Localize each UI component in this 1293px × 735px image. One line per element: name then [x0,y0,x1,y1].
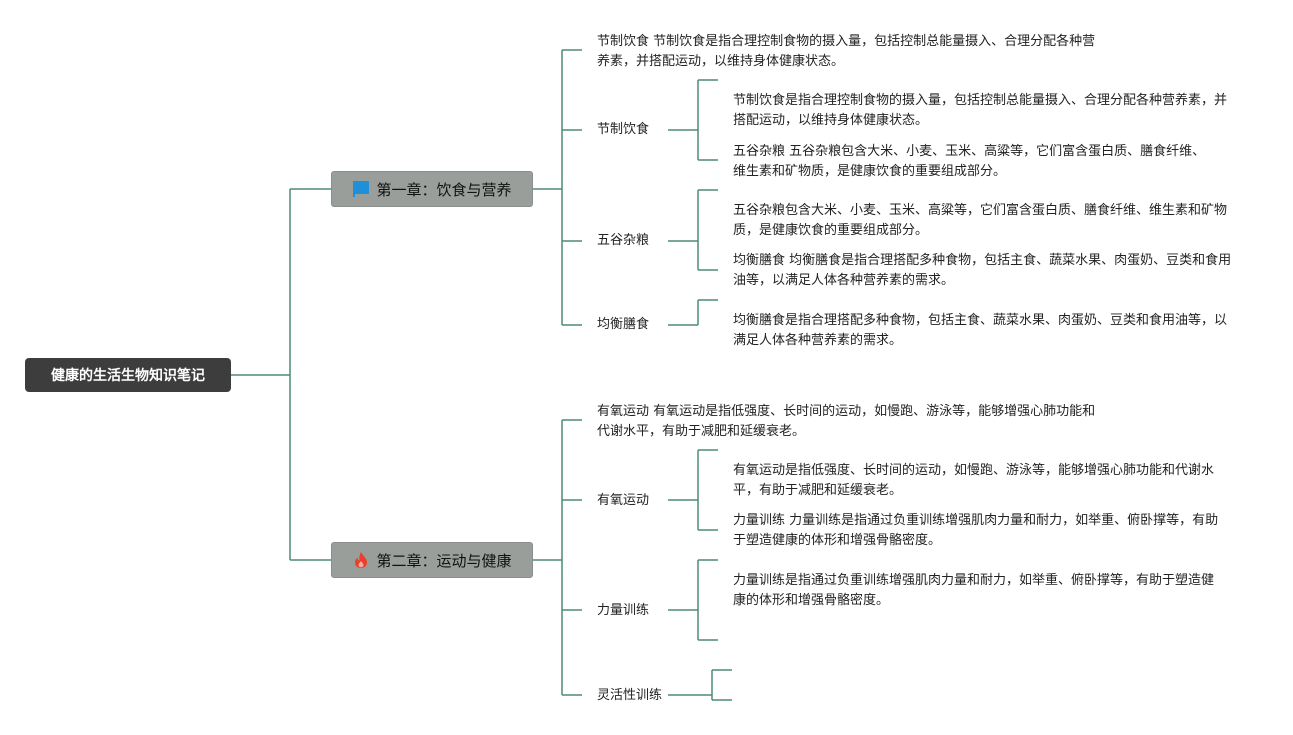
chapter-node-exercise[interactable]: 第二章：运动与健康 [331,542,533,578]
fire-icon [355,552,368,568]
note-whole-grains-2[interactable]: 均衡膳食 均衡膳食是指合理搭配多种食物，包括主食、蔬菜水果、肉蛋奶、豆类和食用油… [733,253,1232,288]
chapter-node-diet[interactable]: 第一章：饮食与营养 [331,171,533,207]
topic-node-controlled-diet[interactable]: 节制饮食 [597,122,650,137]
note-whole-grains-1[interactable]: 五谷杂粮包含大米、小麦、玉米、高粱等，它们富含蛋白质、膳食纤维、维生素和矿物质，… [733,203,1228,238]
chapter-label: 第一章：饮食与营养 [376,180,512,199]
note-strength-1[interactable]: 力量训练是指通过负重训练增强肌肉力量和耐力，如举重、俯卧撑等，有助于塑造健康的体… [733,573,1215,608]
flag-icon-body [353,181,370,194]
note-controlled-diet-1[interactable]: 节制饮食是指合理控制食物的摄入量，包括控制总能量摄入、合理分配各种营养素，并搭配… [733,93,1228,128]
note-aerobic-2[interactable]: 力量训练 力量训练是指通过负重训练增强肌肉力量和耐力，如举重、俯卧撑等，有助于塑… [733,513,1219,548]
topic-node-strength[interactable]: 力量训练 [597,603,650,618]
note-aerobic-1[interactable]: 有氧运动是指低强度、长时间的运动，如慢跑、游泳等，能够增强心肺功能和代谢水平，有… [733,463,1215,498]
chapter-summary-exercise[interactable]: 有氧运动 有氧运动是指低强度、长时间的运动，如慢跑、游泳等，能够增强心肺功能和代… [597,404,1096,439]
note-controlled-diet-2[interactable]: 五谷杂粮 五谷杂粮包含大米、小麦、玉米、高粱等，它们富含蛋白质、膳食纤维、维生素… [733,144,1206,179]
root-label: 健康的生活生物知识笔记 [51,368,205,384]
topic-node-flexibility[interactable]: 灵活性训练 [597,688,663,703]
topic-node-aerobic[interactable]: 有氧运动 [597,493,650,508]
note-balanced-diet-1[interactable]: 均衡膳食是指合理搭配多种食物，包括主食、蔬菜水果、肉蛋奶、豆类和食用油等，以满足… [733,313,1228,348]
flag-icon [353,181,370,197]
root-node[interactable]: 健康的生活生物知识笔记 [25,358,231,392]
fire-icon-core [358,561,364,568]
topic-node-whole-grains[interactable]: 五谷杂粮 [597,233,650,248]
fire-icon-flame [355,552,368,568]
chapter-label: 第二章：运动与健康 [376,551,512,570]
chapter-summary-diet[interactable]: 节制饮食 节制饮食是指合理控制食物的摄入量，包括控制总能量摄入、合理分配各种营养… [597,34,1096,69]
topic-node-balanced-diet[interactable]: 均衡膳食 [597,317,650,332]
flag-icon-pole [353,194,356,197]
